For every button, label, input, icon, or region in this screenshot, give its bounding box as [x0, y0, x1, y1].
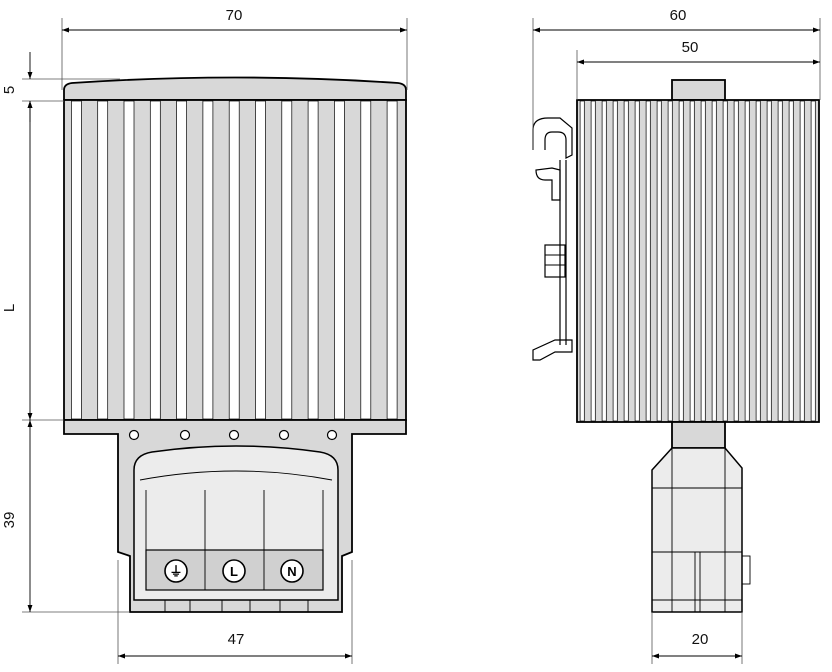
dim-side-terminal-width: 20 [651, 612, 743, 664]
fin [202, 100, 214, 420]
fin [678, 100, 684, 422]
side-view: 60 50 20 [532, 7, 821, 664]
dim-terminal-width-label: 47 [228, 631, 245, 648]
fin [700, 100, 706, 422]
terminal-neutral: N [280, 559, 304, 583]
front-top-cap [63, 76, 407, 101]
fin [334, 100, 345, 420]
dim-terminal-height: 39 [1, 420, 130, 613]
fin [733, 100, 739, 422]
dim-side-depth-total-label: 60 [670, 7, 687, 24]
hole [128, 429, 140, 441]
fin [777, 100, 783, 422]
dim-side-depth-body: 50 [576, 39, 820, 100]
fin [601, 100, 607, 422]
terminal-neutral-label: N [287, 564, 296, 579]
dim-front-width: 70 [61, 7, 408, 90]
fin [766, 100, 772, 422]
fin [228, 100, 240, 420]
dim-side-terminal-width-label: 20 [692, 631, 709, 648]
terminal-line: L [222, 559, 246, 583]
fin [722, 100, 728, 422]
front-holes [128, 429, 338, 441]
fin [788, 100, 794, 422]
dim-terminal-height-label: 39 [1, 512, 18, 529]
fin [590, 100, 596, 422]
front-view: ⏚ L N 70 [1, 7, 408, 664]
terminal-line-label: L [230, 564, 238, 579]
dim-body-length-label: L [1, 304, 18, 312]
fin [755, 100, 761, 422]
hole [326, 429, 338, 441]
fin [176, 100, 187, 420]
fin [281, 100, 293, 420]
fin [149, 100, 161, 420]
fin [623, 100, 629, 422]
fin [307, 100, 319, 420]
fin [667, 100, 673, 422]
fin [799, 100, 805, 422]
side-terminal [651, 421, 751, 613]
hole [278, 429, 290, 441]
fin [386, 100, 398, 420]
hole [228, 429, 240, 441]
dim-side-depth-body-label: 50 [682, 39, 699, 56]
side-fins [579, 100, 816, 422]
dim-front-width-label: 70 [226, 7, 243, 24]
terminal-earth: ⏚ [164, 559, 188, 583]
fin [71, 100, 82, 420]
dim-top-offset-label: 5 [1, 86, 18, 94]
side-top-clip [671, 79, 726, 101]
hole [179, 429, 191, 441]
fin [123, 100, 135, 420]
front-fins [71, 100, 398, 420]
terminal-block-arch [139, 470, 333, 481]
front-feet [134, 599, 338, 612]
fin [711, 100, 717, 422]
dim-terminal-width: 47 [117, 560, 353, 664]
dim-body-length: L [1, 101, 64, 421]
fin [360, 100, 372, 420]
dim-side-depth-total: 60 [532, 7, 821, 150]
fin [810, 100, 816, 422]
fin [255, 100, 266, 420]
fin [689, 100, 695, 422]
fin [744, 100, 750, 422]
fin [579, 100, 585, 422]
fin [645, 100, 651, 422]
fin [656, 100, 662, 422]
din-rail-clip [532, 117, 573, 361]
fin [612, 100, 618, 422]
fin [97, 100, 109, 420]
terminal-earth-label: ⏚ [169, 564, 182, 579]
fin [634, 100, 640, 422]
